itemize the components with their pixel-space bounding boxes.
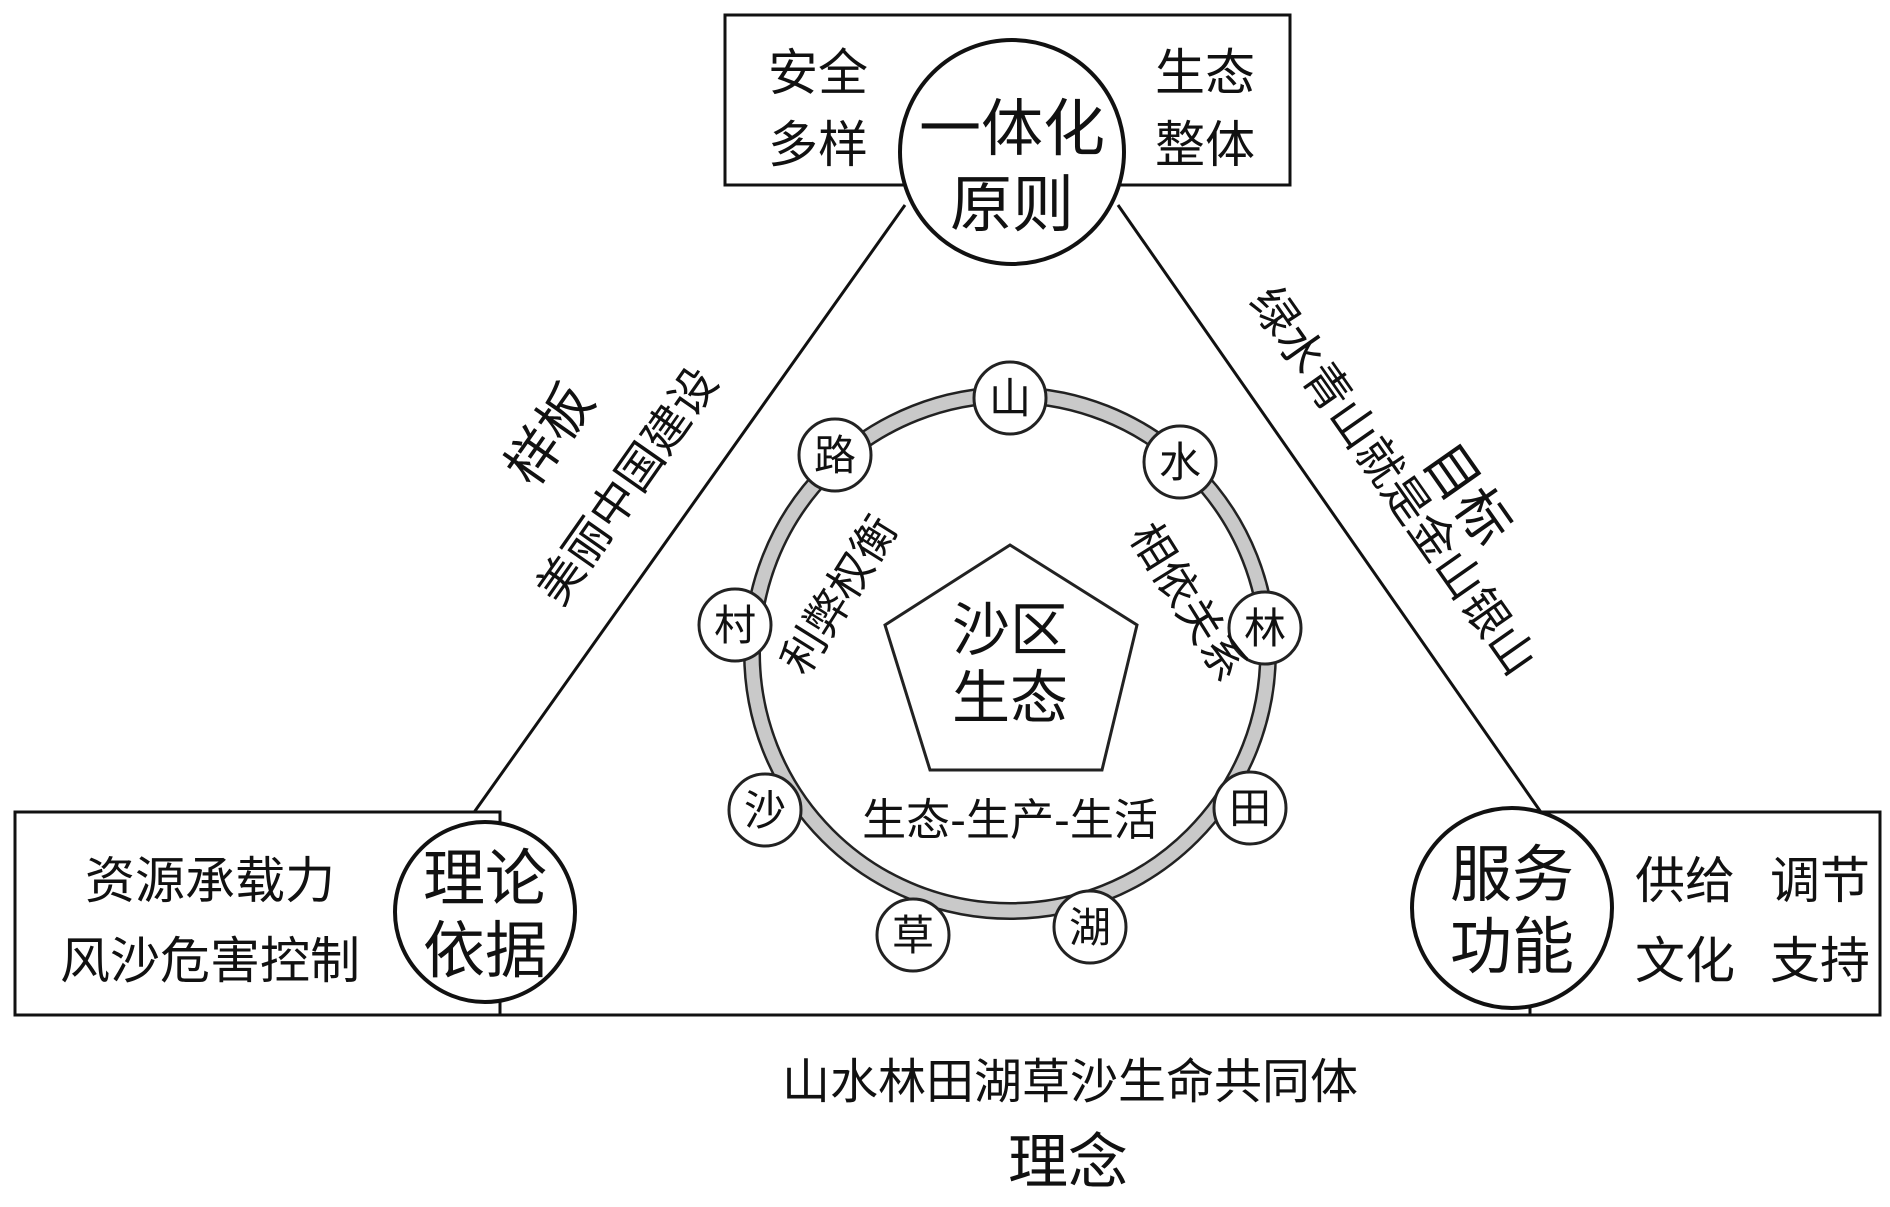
- left-node: [393, 820, 577, 1004]
- ring-node-1: [972, 360, 1048, 436]
- ring-node-5: [1052, 889, 1128, 965]
- ring-node-label-8: 村: [714, 601, 756, 650]
- left-edge-main-label: 样板: [493, 372, 607, 497]
- triangle-edge-right: [1116, 204, 1547, 819]
- left-node-line-2: 依据: [423, 914, 547, 987]
- ring-node-2: [1142, 424, 1218, 500]
- center-left-text: 利弊权衡: [771, 507, 908, 683]
- top-right-item-2: 整体: [1155, 116, 1255, 174]
- top-node-line-1: 一体化: [919, 92, 1105, 165]
- ring-node-label-9: 路: [814, 431, 856, 480]
- top-node: [898, 38, 1126, 266]
- bottom-sub-label: 山水林田湖草沙生命共同体: [782, 1054, 1358, 1110]
- ring-node-label-6: 草: [892, 911, 934, 960]
- right-node: [1410, 806, 1614, 1010]
- ring-node-label-4: 田: [1229, 784, 1271, 833]
- ring-node-7: [727, 772, 803, 848]
- ring-node-4: [1212, 770, 1288, 846]
- center-pentagon: [883, 543, 1139, 772]
- right-node-line-2: 功能: [1450, 910, 1574, 983]
- center-title-line-2: 生态: [952, 664, 1068, 732]
- ring-nodes: 山水林田湖 草 沙 村 路: [697, 360, 1303, 973]
- left-node-line-1: 理论: [423, 842, 547, 915]
- ring-node-6: [875, 897, 951, 973]
- ring-node-label-7: 沙: [744, 786, 786, 835]
- right-item-col2-1: 调节: [1770, 852, 1870, 910]
- left-item-2: 风沙危害控制: [60, 932, 360, 990]
- right-node-line-1: 服务: [1450, 838, 1574, 911]
- top-left-item-1: 安全: [768, 44, 868, 102]
- ring-node-label-3: 林: [1244, 604, 1286, 653]
- top-right-item-1: 生态: [1155, 44, 1255, 102]
- right-item-col1-1: 供给: [1635, 852, 1735, 910]
- ring-node-label-1: 山: [989, 374, 1031, 423]
- right-item-col2-2: 支持: [1770, 932, 1870, 990]
- ring-node-label-2: 水: [1159, 438, 1201, 487]
- triangle-edge-left: [468, 204, 907, 819]
- bottom-main-label: 理念: [1008, 1128, 1128, 1198]
- center-bottom-text: 生态-生产-生活: [862, 795, 1158, 846]
- left-item-1: 资源承载力: [85, 852, 335, 910]
- right-item-col1-2: 文化: [1635, 932, 1735, 990]
- center-title-line-1: 沙区: [952, 596, 1068, 664]
- ring-node-9: [797, 417, 873, 493]
- top-node-line-2: 原则: [950, 168, 1074, 241]
- ring-node-3: [1227, 590, 1303, 666]
- ring-node-label-5: 湖: [1069, 903, 1111, 952]
- ring-node-8: [697, 587, 773, 663]
- top-left-item-2: 多样: [768, 116, 868, 174]
